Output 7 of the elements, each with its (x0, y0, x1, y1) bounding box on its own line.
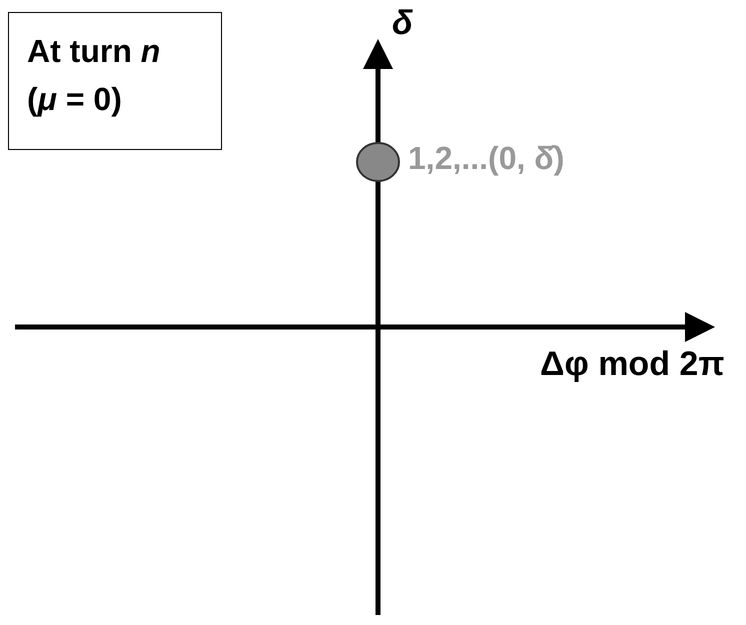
point-label: 1,2,...(0, δ̂) (408, 140, 564, 177)
box-text: (μ = 0) (27, 80, 123, 119)
axis-label: Δφ mod 2π (540, 345, 724, 384)
point-marker (356, 142, 400, 182)
caption-box (8, 12, 222, 150)
axis-label: δ (392, 4, 413, 43)
box-text: At turn n (27, 32, 162, 71)
